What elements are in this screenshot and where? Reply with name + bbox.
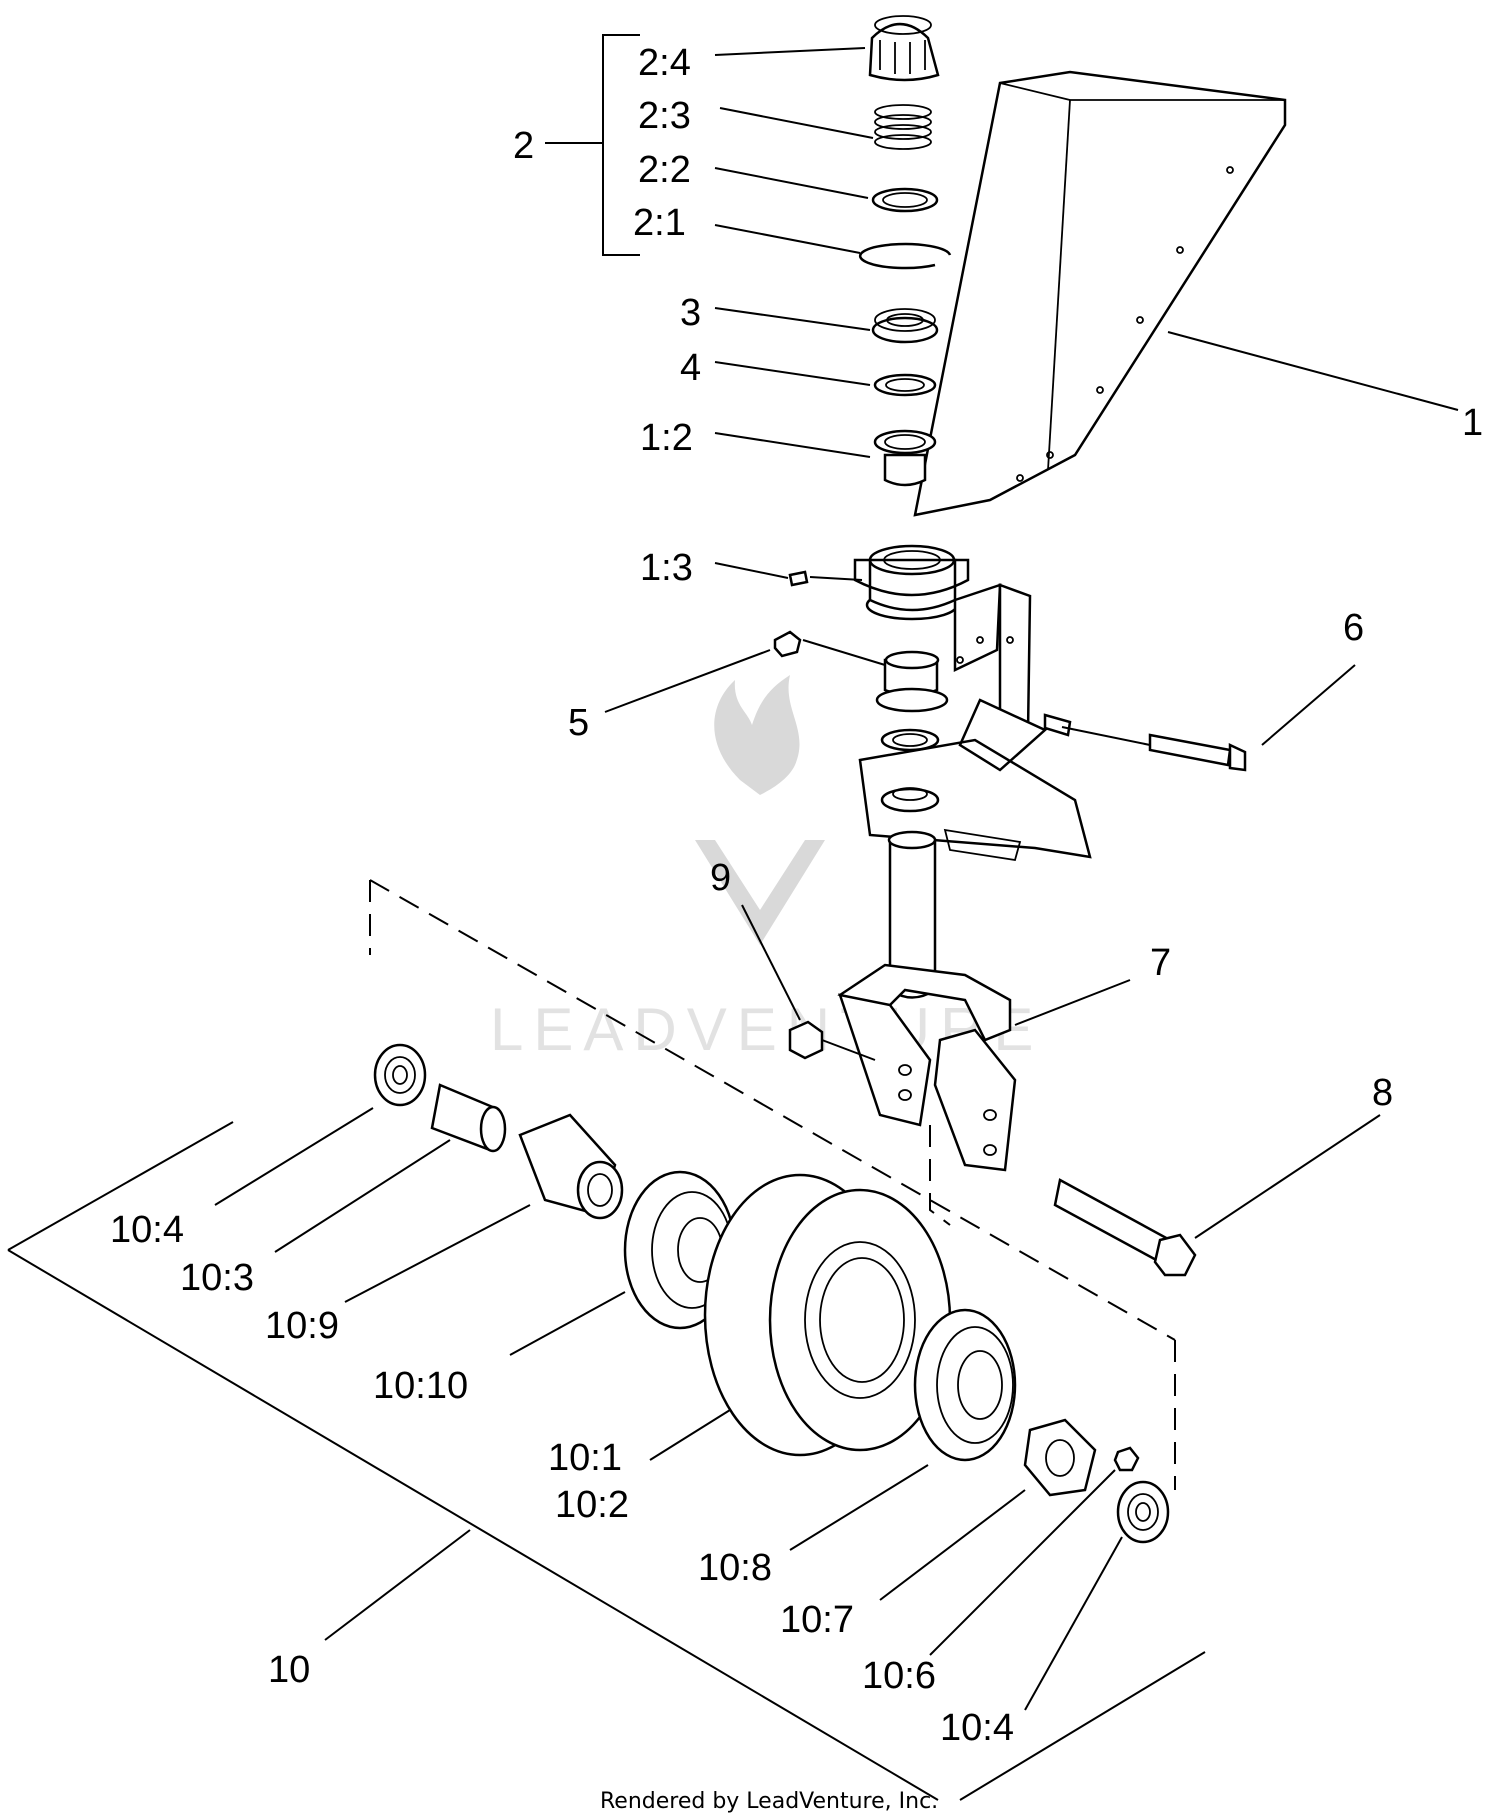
callout-2-2: 2:2 (638, 149, 691, 191)
callout-10-8: 10:8 (698, 1547, 772, 1589)
callout-10-4-right: 10:4 (940, 1707, 1014, 1749)
callout-7: 7 (1150, 942, 1171, 984)
plate-10-7 (1023, 1418, 1097, 1497)
callout-9: 9 (710, 857, 731, 899)
callout-labels: 2:4 2:3 2:2 2:1 2 3 4 1:2 1 1:3 6 5 9 7 … (110, 42, 1483, 1749)
hub-10-9 (518, 1113, 624, 1220)
rendered-by-footer: Rendered by LeadVenture, Inc. (600, 1789, 938, 1814)
callout-10-4-left: 10:4 (110, 1209, 184, 1251)
callout-10-6: 10:6 (862, 1655, 936, 1697)
callout-2-1: 2:1 (633, 202, 686, 244)
callout-10-3: 10:3 (180, 1257, 254, 1299)
callout-10-1: 10:1 (548, 1437, 622, 1479)
snap-ring-2-1 (858, 242, 952, 270)
callout-10-10: 10:10 (373, 1365, 468, 1407)
callout-1: 1 (1462, 402, 1483, 444)
caster-arm (853, 70, 1287, 621)
bushing-1-2 (873, 429, 937, 487)
callout-5: 5 (568, 702, 589, 744)
group-2-bracket (602, 34, 640, 256)
spacer-tube-10-3 (430, 1083, 507, 1153)
callout-6: 6 (1343, 607, 1364, 649)
v-logo-icon (695, 840, 825, 945)
callout-3: 3 (680, 292, 701, 334)
caster-fork (837, 830, 1017, 1172)
tire-10-1 (703, 1173, 952, 1457)
bearing-3 (871, 308, 939, 344)
mount-bracket (858, 583, 1092, 862)
flame-logo-icon (714, 675, 800, 795)
bearing-10-4-left (373, 1043, 427, 1107)
seal-2-2 (871, 187, 939, 213)
callout-4: 4 (680, 347, 701, 389)
leader-lines (214, 47, 1459, 1711)
lower-bushing (875, 650, 949, 813)
nut-9 (788, 1020, 824, 1060)
callout-10: 10 (268, 1649, 310, 1691)
callout-1-3: 1:3 (640, 547, 693, 589)
callout-1-2: 1:2 (640, 417, 693, 459)
spring-2-3 (874, 104, 932, 150)
callout-2-3: 2:3 (638, 95, 691, 137)
nut-10-6 (1113, 1446, 1140, 1472)
group-10-outline (7, 1121, 1206, 1801)
callout-8: 8 (1372, 1072, 1393, 1114)
bolt-6 (1043, 713, 1247, 772)
axle-bolt-8 (1053, 1178, 1197, 1277)
bearing-10-4-right (1116, 1480, 1170, 1544)
nut-5 (773, 630, 802, 658)
callout-10-7: 10:7 (780, 1599, 854, 1641)
grease-fitting-1-3 (788, 570, 809, 587)
callout-2-4: 2:4 (638, 42, 691, 84)
washer-4 (873, 373, 937, 397)
callout-10-2: 10:2 (555, 1484, 629, 1526)
rim-half-10-8 (913, 1308, 1017, 1462)
callout-10-9: 10:9 (265, 1305, 339, 1347)
callout-2: 2 (513, 125, 534, 167)
cap-2-4 (868, 15, 940, 82)
wheel-assembly-boundary (369, 879, 1176, 1490)
